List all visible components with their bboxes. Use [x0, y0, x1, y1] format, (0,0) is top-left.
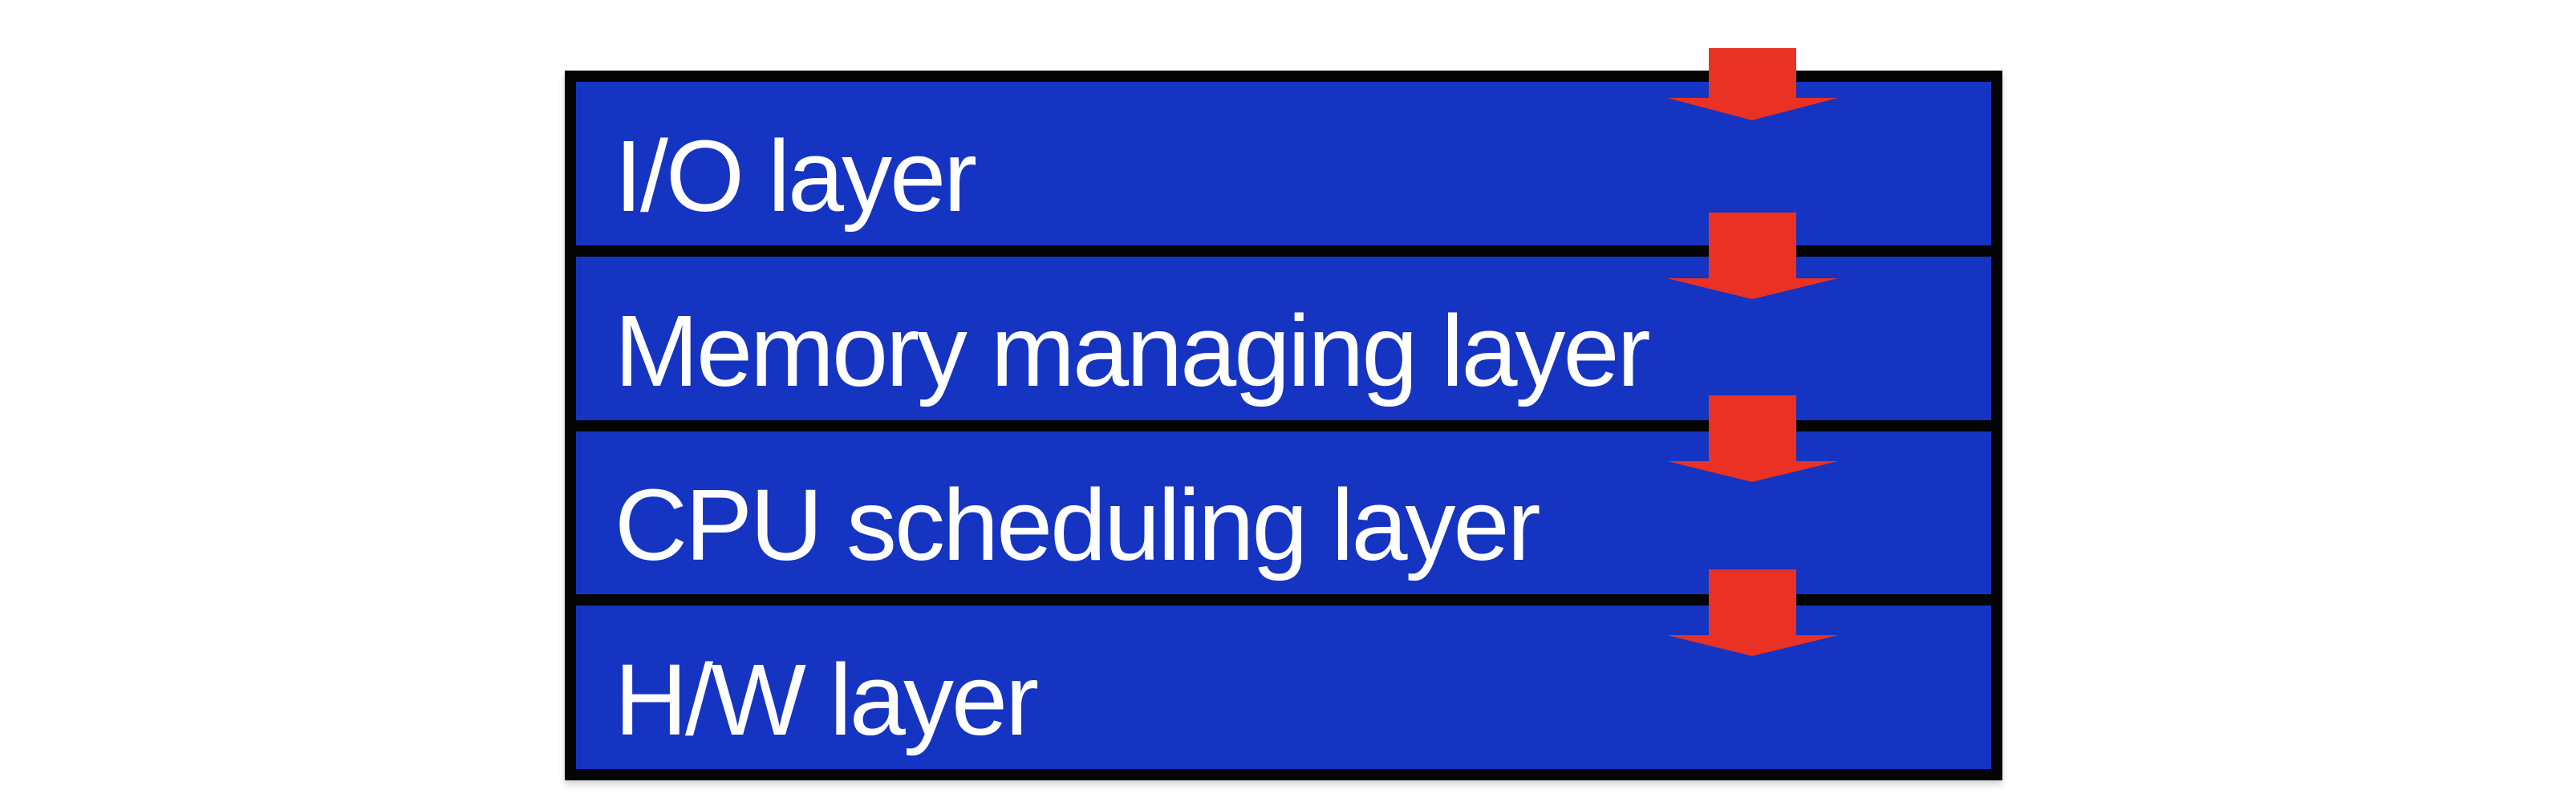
- layer-memory-label: Memory managing layer: [615, 294, 1651, 407]
- layer-cpu: CPU scheduling layer: [576, 431, 1991, 595]
- layer-cpu-label: CPU scheduling layer: [615, 468, 1541, 582]
- down-arrow-icon: [1667, 48, 1838, 120]
- down-arrow-icon: [1667, 569, 1838, 656]
- down-arrow-icon: [1667, 395, 1838, 482]
- layer-hw-label: H/W layer: [615, 643, 1039, 757]
- down-arrow-icon: [1667, 213, 1838, 299]
- layer-io-label: I/O layer: [615, 119, 977, 233]
